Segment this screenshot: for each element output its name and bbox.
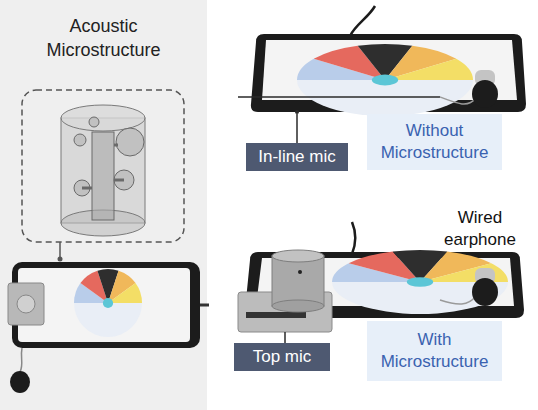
- usb-cable: [352, 222, 355, 254]
- microstructure-mount: [8, 283, 44, 325]
- neck-tube: [114, 144, 118, 147]
- resonator-sphere: [89, 117, 99, 127]
- fan-chart: [74, 269, 142, 337]
- condition-box: With Microstructure: [367, 321, 502, 381]
- box-text: With Microstructure: [371, 329, 498, 373]
- usb-cable: [350, 6, 375, 36]
- box-text: In-line mic: [258, 147, 335, 167]
- resonator-sphere: [74, 134, 86, 146]
- mic-label: Top mic: [234, 343, 330, 371]
- mount-slot: [246, 312, 306, 318]
- microstructure-cylinder: [272, 256, 324, 306]
- fan-chart: [297, 44, 473, 116]
- fan-chart: [297, 44, 473, 116]
- mic-label: In-line mic: [246, 143, 348, 171]
- neck-tube: [114, 179, 124, 182]
- mic-hole: [298, 270, 302, 274]
- earphone: [472, 278, 498, 306]
- box-text: Acoustic Microstructure: [29, 14, 179, 62]
- cylinder-body: [61, 118, 145, 223]
- earphone-cable: [440, 296, 476, 304]
- annotation-label: Wired earphone: [425, 207, 535, 251]
- inner-tube: [92, 132, 114, 220]
- box-text: Top mic: [253, 347, 312, 367]
- fan-chart: [332, 250, 508, 314]
- leader-dot: [58, 257, 63, 262]
- resonator-sphere: [116, 128, 144, 156]
- fan-chart: [332, 250, 508, 314]
- resonator-sphere: [114, 170, 134, 190]
- neck-tube: [82, 187, 92, 190]
- condition-box: Without Microstructure: [367, 114, 502, 170]
- box-text: Without Microstructure: [371, 120, 498, 164]
- mount-port: [17, 295, 35, 313]
- mic-hole: [295, 110, 299, 114]
- mic-leader: [284, 332, 286, 343]
- cylinder-top: [272, 250, 324, 262]
- earphone: [472, 80, 498, 108]
- inset-leader: [59, 242, 61, 258]
- cylinder-bottom: [272, 300, 324, 312]
- mic-leader: [296, 114, 298, 143]
- cylinder-top: [61, 105, 145, 131]
- jack-plug: [200, 304, 209, 307]
- earphone: [10, 371, 30, 393]
- fan-chart: [74, 269, 142, 337]
- earphone-cable: [440, 97, 476, 104]
- earphone-cable: [238, 96, 440, 98]
